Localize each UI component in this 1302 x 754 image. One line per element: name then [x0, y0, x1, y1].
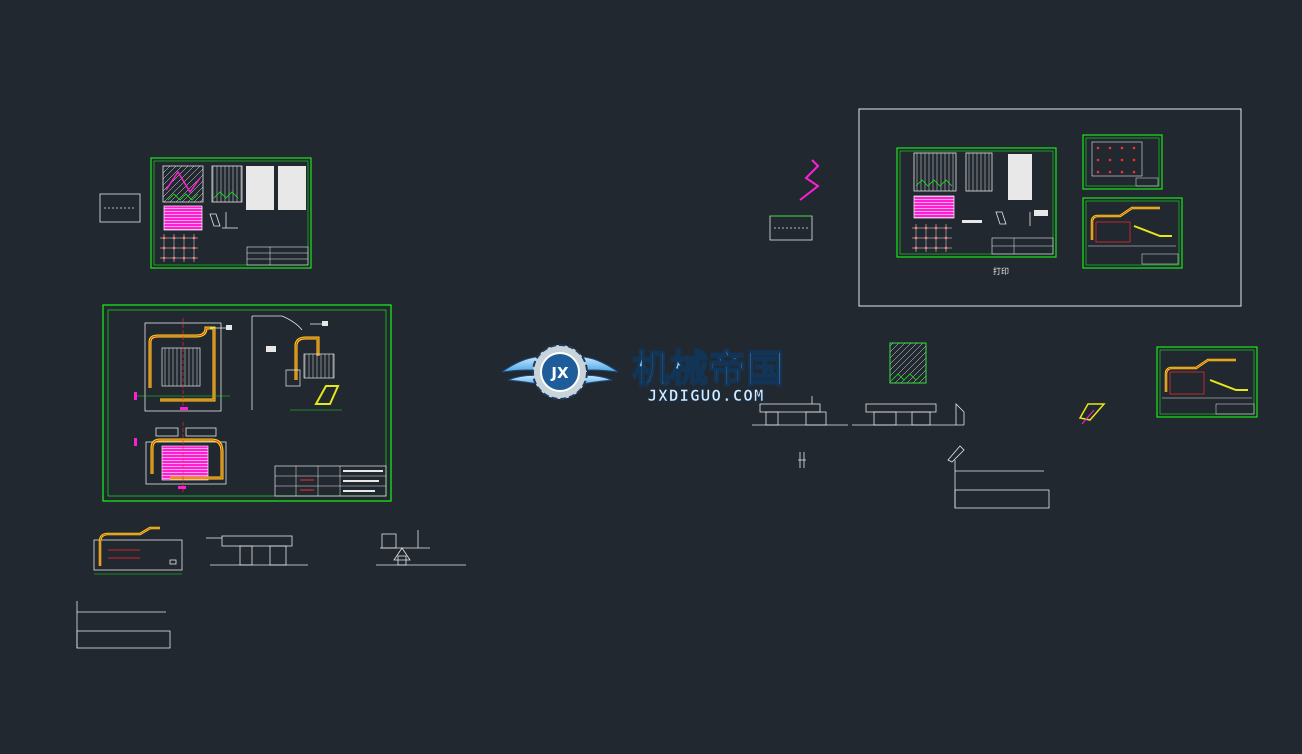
- drawing-sheet-main-left[interactable]: [102, 304, 392, 502]
- detail-views-center-right[interactable]: [752, 342, 1106, 509]
- print-area-label: 打印: [993, 266, 1009, 276]
- print-area[interactable]: 打印: [858, 108, 1242, 307]
- drawing-sheet-top-left[interactable]: [99, 157, 312, 269]
- logo-emblem-text: JX: [550, 364, 569, 382]
- drawing-sheet-right[interactable]: [1156, 346, 1258, 418]
- logo-title: 机械帝国: [632, 347, 784, 391]
- gear-wings-icon: JX: [501, 344, 619, 400]
- drawing-fragments-center[interactable]: [769, 159, 820, 241]
- watermark-logo: JX 机械帝国 JXDIGUO.COM: [501, 344, 785, 405]
- logo-url: JXDIGUO.COM: [648, 386, 765, 405]
- detail-views-lower-left[interactable]: [76, 526, 466, 649]
